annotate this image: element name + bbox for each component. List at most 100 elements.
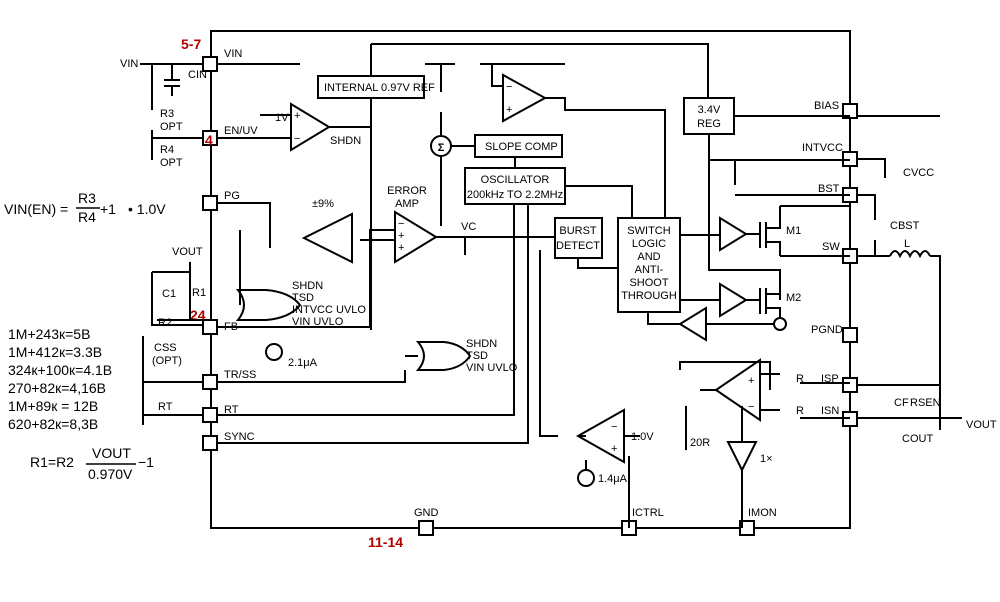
pin-tr-ss-label: TR/SS: [224, 369, 256, 381]
mosfet-m2-label: M2: [786, 292, 801, 304]
burst-detect-label-2: DETECT: [556, 240, 600, 252]
ss-or-gate: [415, 340, 472, 371]
switch-logic-label-4: ANTI-: [635, 264, 664, 276]
cf-label: CF: [894, 397, 909, 409]
shdn-comp-output-label: SHDN: [330, 135, 361, 147]
pg-window-label: ±9%: [312, 198, 334, 210]
pin-gnd: [418, 520, 434, 536]
pin-imon: [739, 520, 755, 536]
rt-resistor-label: RT: [158, 401, 173, 413]
pg-or-in-1: SHDN: [292, 280, 323, 292]
ss-or-in-3: VIN UVLO: [466, 362, 518, 374]
pin-pgnd-label: PGND: [811, 324, 843, 336]
ictrl-amp-plus: +: [611, 443, 617, 455]
c1-label: C1: [162, 288, 176, 300]
venable-lhs: VIN(EN) =: [4, 201, 68, 217]
enable-ref-label: 1V: [275, 112, 289, 124]
pin-sync: [202, 435, 218, 451]
ictrl-amp-minus: −: [611, 421, 617, 433]
pin-isn-label: ISN: [821, 405, 839, 417]
error-amp-plus1: +: [398, 230, 404, 242]
pin-intvcc-label: INTVCC: [802, 142, 843, 154]
r3-label: R3: [160, 108, 174, 120]
vout-output-label: VOUT: [966, 419, 997, 431]
cbst-label: CBST: [890, 220, 920, 232]
pg-or-gate: [235, 289, 302, 321]
r4-label: R4: [160, 144, 174, 156]
sense-r-top-label: R: [796, 373, 804, 385]
venable-plus: +1: [100, 201, 116, 217]
feedback-external-wiring: [151, 262, 203, 326]
pin-gnd-label: GND: [414, 507, 439, 519]
shdn-comparator: [290, 102, 331, 152]
pin-sync-label: SYNC: [224, 431, 255, 443]
r4-opt: OPT: [160, 157, 183, 169]
pin-bias: [842, 103, 858, 119]
imon-gain-label: 1×: [760, 453, 773, 465]
switch-logic-label-6: THROUGH: [621, 290, 677, 302]
oscillator-label-2: 200kHz TO 2.2MHz: [467, 189, 563, 201]
pin-en-uv-number: 4: [205, 132, 213, 148]
mosfet-m2: [759, 270, 781, 330]
ictrl-current-label: 1.4μA: [598, 473, 628, 485]
pin-rt: [202, 407, 218, 423]
ictrl-current-source: [577, 469, 595, 487]
r1-label: R1: [192, 287, 206, 299]
divider-item-1: 1M+243к=5В: [8, 326, 90, 342]
mosfet-m1-label: M1: [786, 225, 801, 237]
pin-ictrl-label: ICTRL: [632, 507, 664, 519]
switch-logic-label-5: SHOOT: [629, 277, 668, 289]
pg-window-comparator: [301, 212, 353, 264]
vin-external-wiring: [140, 63, 203, 160]
shdn-comp-minus: −: [294, 133, 300, 145]
pin-imon-label: IMON: [748, 507, 777, 519]
upper-amplifier: [502, 73, 548, 123]
css-label: CSS: [154, 342, 177, 354]
upper-amp-minus: −: [506, 81, 512, 93]
ss-current-source: [265, 343, 283, 361]
switch-logic-block: [617, 217, 681, 313]
pin-isp: [842, 377, 858, 393]
vin-external-label: VIN: [120, 58, 138, 70]
inductor-label: L: [904, 238, 910, 250]
r1-formula-lhs: R1=R2: [30, 454, 74, 470]
pin-pg-label: PG: [224, 190, 240, 202]
pg-or-in-4: VIN UVLO: [292, 316, 344, 328]
pin-pgnd: [842, 327, 858, 343]
divider-item-2: 1M+412к=3.3В: [8, 344, 102, 360]
error-amp-label-2: AMP: [395, 198, 419, 210]
venable-num: R3: [78, 190, 96, 206]
cin-label: CIN: [188, 69, 207, 81]
internal-wiring: [217, 43, 850, 528]
rsen-label: RSEN: [910, 397, 941, 409]
summing-node-symbol: Σ: [438, 142, 445, 154]
vout-feedback-label: VOUT: [172, 246, 203, 258]
divider-item-6: 620+82к=8,3В: [8, 416, 98, 432]
pin-gnd-number: 11-14: [368, 534, 403, 550]
pin-vin-label: VIN: [224, 48, 242, 60]
error-amp-label-1: ERROR: [387, 185, 427, 197]
error-amp-plus2: +: [398, 242, 404, 254]
cout-label: COUT: [902, 433, 933, 445]
pin-tr-ss: [202, 374, 218, 390]
sense-r-bottom-label: R: [796, 405, 804, 417]
ss-current-label: 2.1μA: [288, 357, 318, 369]
switch-logic-label-1: SWITCH: [627, 225, 670, 237]
pin-en-uv-label: EN/UV: [224, 125, 258, 137]
burst-detect-block: [554, 217, 603, 259]
slope-comp-label: SLOPE COMP: [485, 141, 558, 153]
upper-amp-plus: +: [506, 104, 512, 116]
current-sense-node: [773, 317, 787, 331]
burst-detect-label-1: BURST: [559, 225, 597, 237]
pg-or-in-3: INTVCC UVLO: [292, 304, 366, 316]
ictrl-ref-label: 1.0V: [631, 431, 654, 443]
venable-rhs: • 1.0V: [128, 201, 166, 217]
reg-label-2: REG: [697, 118, 721, 130]
oscillator-label-1: OSCILLATOR: [481, 174, 550, 186]
internal-reference-label: INTERNAL 0.97V REF: [324, 82, 435, 94]
pin-rt-label: RT: [224, 404, 239, 416]
pin-pg: [202, 195, 218, 211]
ss-or-in-1: SHDN: [466, 338, 497, 350]
ss-rt-external-wiring: [142, 336, 203, 425]
